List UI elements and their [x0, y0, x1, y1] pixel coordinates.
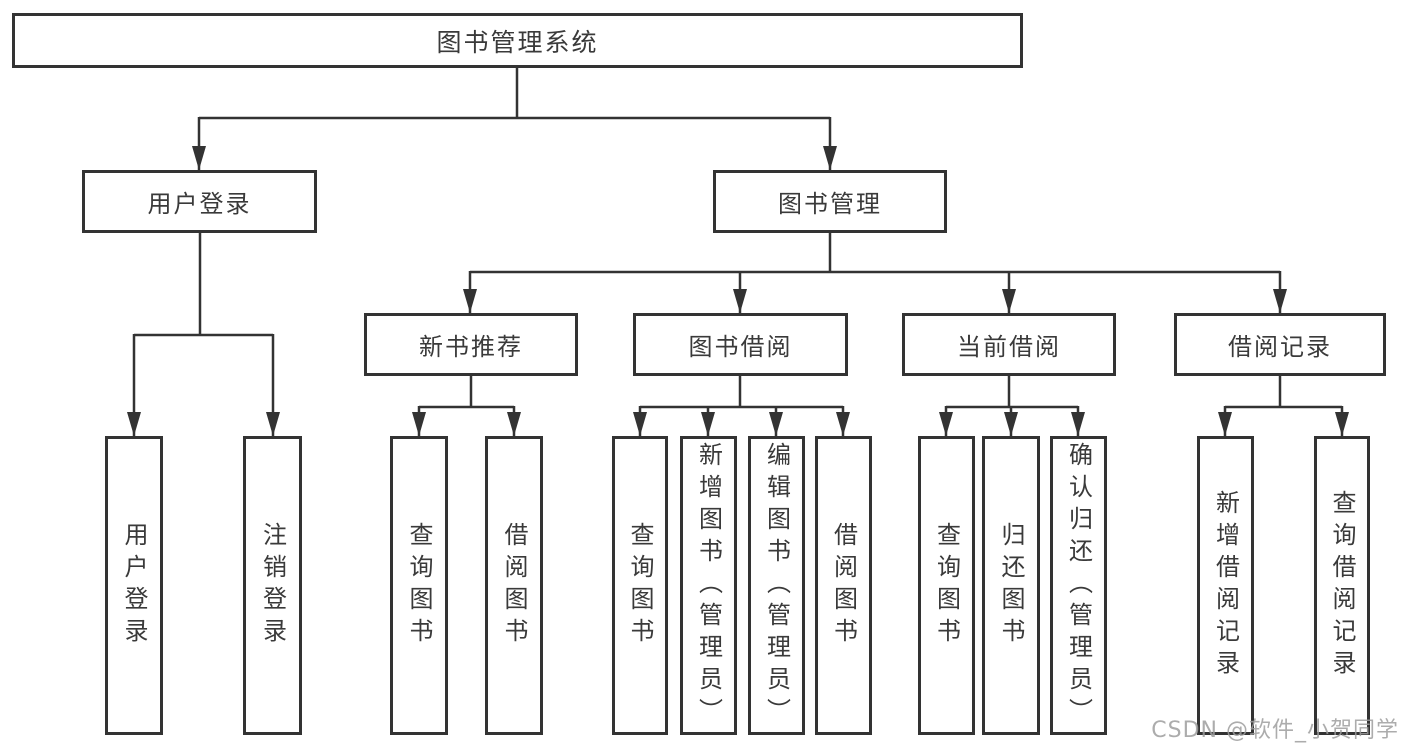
- node-add-book-admin: 新增图书（管理员）: [680, 436, 737, 735]
- node-edit-book-admin: 编辑图书（管理员）: [748, 436, 805, 735]
- node-query-borrow-record: 查询借阅记录: [1314, 436, 1370, 735]
- node-query-books-2: 查询图书: [612, 436, 668, 735]
- node-confirm-return-admin: 确认归还（管理员）: [1050, 436, 1107, 735]
- node-borrow-books-2: 借阅图书: [815, 436, 872, 735]
- node-return-book: 归还图书: [982, 436, 1040, 735]
- node-user-login-leaf: 用户登录: [105, 436, 163, 735]
- node-book-borrowing: 图书借阅: [633, 313, 848, 376]
- node-library-system: 图书管理系统: [12, 13, 1023, 68]
- node-borrow-books-1: 借阅图书: [485, 436, 543, 735]
- node-book-management: 图书管理: [713, 170, 947, 233]
- node-current-borrowing: 当前借阅: [902, 313, 1116, 376]
- node-user-login: 用户登录: [82, 170, 317, 233]
- node-query-books-1: 查询图书: [390, 436, 448, 735]
- watermark: CSDN @软件_小贺同学: [1151, 718, 1399, 743]
- node-logout-leaf: 注销登录: [243, 436, 302, 735]
- node-borrowing-records: 借阅记录: [1174, 313, 1386, 376]
- node-new-book-recommend: 新书推荐: [364, 313, 578, 376]
- node-query-books-3: 查询图书: [918, 436, 975, 735]
- node-add-borrow-record: 新增借阅记录: [1197, 436, 1254, 735]
